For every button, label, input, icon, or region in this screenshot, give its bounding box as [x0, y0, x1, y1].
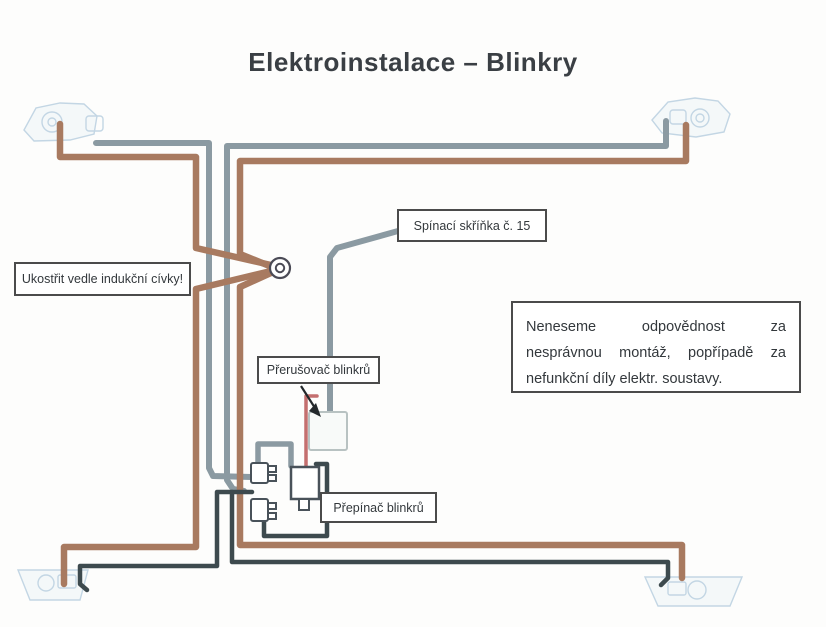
lamp-front-right-socket: [669, 109, 687, 125]
disclaimer-line-3: nefunkční díly elektr. soustavy.: [526, 371, 723, 387]
connector-2-body: [250, 498, 269, 522]
label-ignition-switch: Spínací skříňka č. 15: [397, 209, 547, 242]
wire-brown-front-right: [236, 121, 690, 271]
lamp-front-left: [23, 102, 104, 142]
connector-1-pin-top: [267, 465, 277, 473]
page-title: Elektroinstalace – Blinkry: [248, 47, 578, 77]
disclaimer-line-1: Neneseme odpovědnost za: [526, 319, 786, 335]
label-ignition-switch-text: Spínací skříňka č. 15: [413, 218, 531, 233]
lamp-rear-right-body: [643, 576, 744, 607]
connector-plug-2: [250, 498, 277, 522]
switch-housing: [289, 465, 321, 501]
wire-red-flasher: [304, 394, 319, 470]
label-switch-text: Přepínač blinkrů: [333, 500, 424, 515]
connector-plug-1: [250, 462, 277, 484]
lamp-rear-right: [643, 576, 744, 607]
wire-dark-rear-right: [229, 489, 671, 588]
label-ground-note: Ukostřit vedle indukční cívky!: [14, 262, 191, 296]
lamp-front-right-lens: [690, 108, 710, 128]
connector-1-pin-bottom: [267, 474, 277, 482]
flasher-arrow-head: [309, 403, 321, 417]
lamp-front-right: [651, 97, 731, 138]
wire-brown-rear-left: [60, 267, 275, 588]
disclaimer-box: Neneseme odpovědnost za nesprávnou montá…: [511, 301, 801, 393]
flasher-relay-box: [308, 411, 348, 451]
ground-ring-inner: [274, 262, 286, 274]
switch-tab: [298, 498, 310, 511]
wire-ignition-feed: [327, 228, 401, 416]
lamp-front-right-bulb: [695, 113, 705, 123]
wire-brown-front-left: [56, 120, 275, 269]
label-ground-note-text: Ukostřit vedle indukční cívky!: [21, 272, 184, 286]
flasher-arrow-shaft: [300, 385, 316, 409]
wire-switch-loop: [261, 461, 330, 539]
ground-ring-terminal: [268, 256, 292, 280]
disclaimer-line-2: nesprávnou montáž, popřípadě za: [526, 345, 786, 361]
connector-2-pin-bottom: [267, 512, 277, 520]
wire-brown-rear-right: [236, 268, 686, 582]
connector-1-body: [250, 462, 269, 484]
lamp-rear-right-socket: [667, 581, 687, 596]
lamp-rear-left-body: [16, 569, 89, 601]
wire-dark-rear-left: [77, 489, 255, 593]
flasher-pointer-arrow: [300, 385, 321, 417]
label-flasher-text: Přerušovač blinkrů: [266, 363, 371, 377]
lamp-front-left-bulb: [47, 117, 57, 127]
label-switch: Přepínač blinkrů: [320, 492, 437, 523]
label-flasher: Přerušovač blinkrů: [257, 356, 380, 384]
lamp-rear-left-lens: [37, 574, 55, 592]
blinker-switch-body: [289, 465, 321, 511]
lamp-rear-left: [16, 569, 89, 601]
connector-2-pin-top: [267, 502, 277, 510]
lamp-front-left-socket: [85, 115, 104, 132]
lamp-rear-right-lens: [687, 580, 707, 600]
wire-connector-jumper: [255, 441, 294, 469]
wire-gray-front-right: [224, 118, 669, 494]
